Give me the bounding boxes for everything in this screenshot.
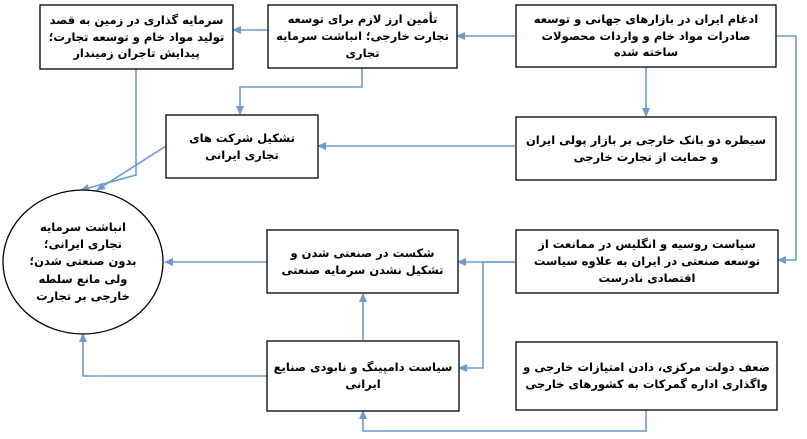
center-text: انباشت سرمایه تجاری ایرانی؛ بدون صنعتی ش… bbox=[29, 219, 137, 303]
banks-text: سیطره دو بانک خارجی بر بازار پولی ایران … bbox=[525, 132, 767, 164]
currency-text: تأمین ارز لازم برای توسعه تجارت خارجی؛ ا… bbox=[276, 12, 449, 60]
arrow-policy-to-dumping bbox=[458, 261, 515, 372]
integration-label: ادغام ایران در بازارهای جهانی و توسعه صا… bbox=[516, 5, 776, 67]
integration-text: ادغام ایران در بازارهای جهانی و توسعه صا… bbox=[533, 11, 759, 60]
weakness-text: ضعف دولت مرکزی، دادن امتیازات خارجی و وا… bbox=[523, 360, 770, 391]
connectors bbox=[79, 26, 797, 432]
arrow-companies-to-center bbox=[96, 145, 167, 191]
currency-label: تأمین ارز لازم برای توسعه تجارت خارجی؛ ا… bbox=[268, 5, 457, 68]
box-companies bbox=[165, 114, 319, 179]
weakness-label: ضعف دولت مرکزی، دادن امتیازات خارجی و وا… bbox=[516, 342, 777, 410]
arrow-currency-to-companies bbox=[236, 68, 363, 115]
dumping-label: سیاست دامپینگ و نابودی صنایع ایرانی bbox=[267, 341, 459, 411]
box-policy bbox=[515, 229, 779, 294]
box-integration bbox=[515, 4, 777, 68]
investment-label: سرمایه گذاری در زمین به قصد تولید مواد خ… bbox=[40, 5, 233, 69]
box-dumping bbox=[266, 340, 460, 412]
box-failure bbox=[266, 229, 459, 294]
oval-center bbox=[2, 189, 164, 335]
arrow-weakness-to-dumping bbox=[359, 410, 647, 432]
center-label: انباشت سرمایه تجاری ایرانی؛ بدون صنعتی ش… bbox=[15, 200, 151, 324]
dumping-text: سیاست دامپینگ و نابودی صنایع ایرانی bbox=[273, 360, 453, 391]
box-investment bbox=[39, 4, 234, 70]
policy-text: سیاست روسیه و انگلیس در ممانعت از توسعه … bbox=[533, 237, 761, 285]
failure-text: شکست در صنعتی شدن و تشکیل نشدن سرمایه صن… bbox=[281, 245, 444, 277]
arrow-dumping-to-center bbox=[79, 333, 267, 377]
arrow-investment-to-center bbox=[80, 69, 137, 192]
companies-label: تشکیل شرکت های تجاری ایرانی bbox=[166, 115, 318, 178]
arrow-integration-to-policy bbox=[776, 35, 797, 264]
policy-label: سیاست روسیه و انگلیس در ممانعت از توسعه … bbox=[516, 230, 778, 293]
investment-text: سرمایه گذاری در زمین به قصد تولید مواد خ… bbox=[48, 12, 225, 61]
boxes bbox=[2, 4, 779, 412]
companies-text: تشکیل شرکت های تجاری ایرانی bbox=[189, 130, 295, 162]
banks-label: سیطره دو بانک خارجی بر بازار پولی ایران … bbox=[516, 117, 776, 180]
box-weakness bbox=[515, 341, 778, 411]
box-currency bbox=[267, 4, 458, 69]
box-banks bbox=[515, 116, 777, 181]
failure-label: شکست در صنعتی شدن و تشکیل نشدن سرمایه صن… bbox=[267, 230, 458, 293]
